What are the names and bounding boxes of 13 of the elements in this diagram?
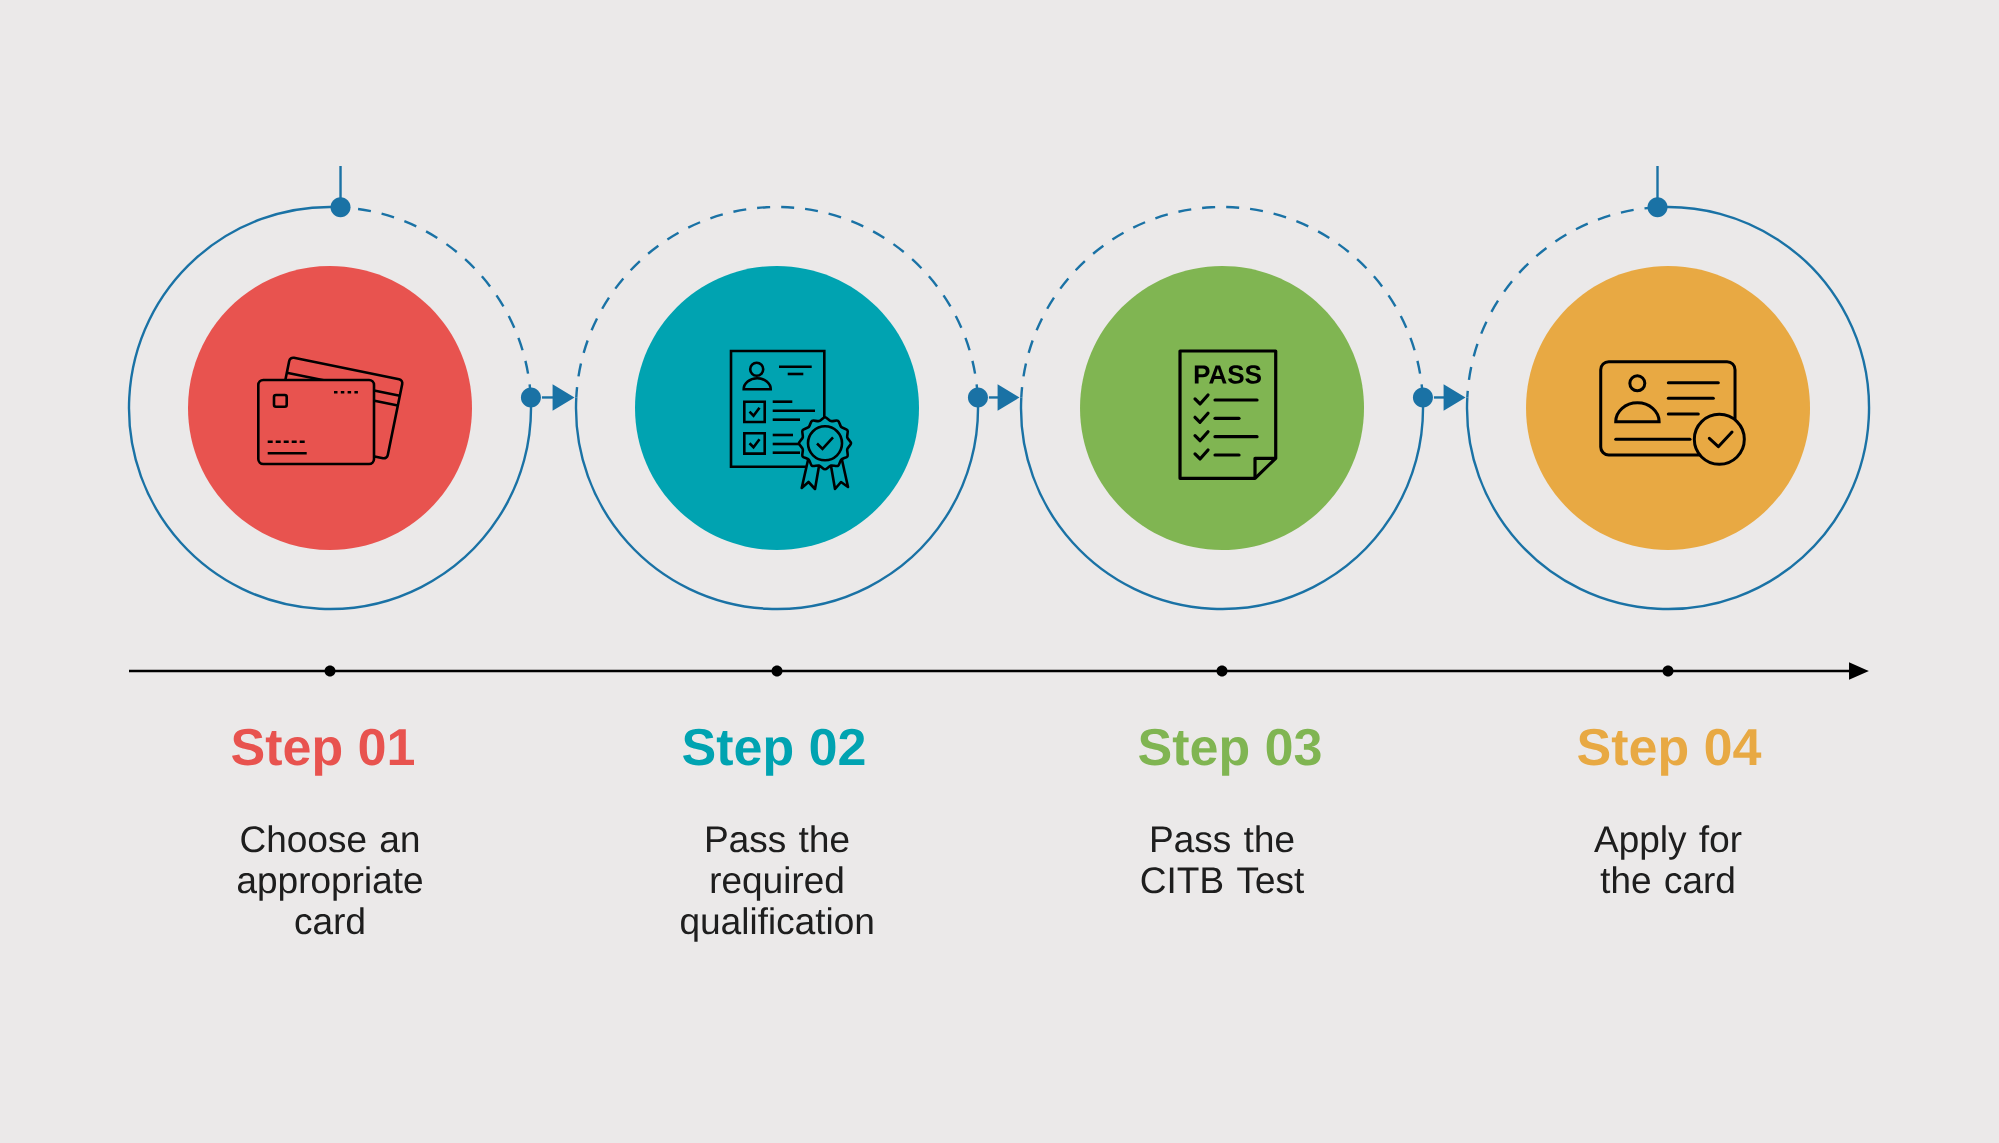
ring (1466, 205, 1871, 610)
step-title: Step 04 (1578, 728, 1762, 776)
step-description: Choose an appropriate card (238, 825, 422, 935)
step-title: Step 03 (1139, 728, 1321, 776)
step-title: Step 01 (232, 728, 414, 776)
ring (1020, 206, 1425, 611)
step-title: Step 02 (683, 728, 865, 776)
step-description: Pass the CITB Test (1141, 825, 1304, 894)
ring (128, 206, 533, 610)
step-description: Pass the required qualification (681, 825, 873, 942)
ring (575, 206, 980, 611)
icon-text: PASS (1194, 365, 1261, 384)
step-description: Apply for the card (1594, 825, 1742, 894)
